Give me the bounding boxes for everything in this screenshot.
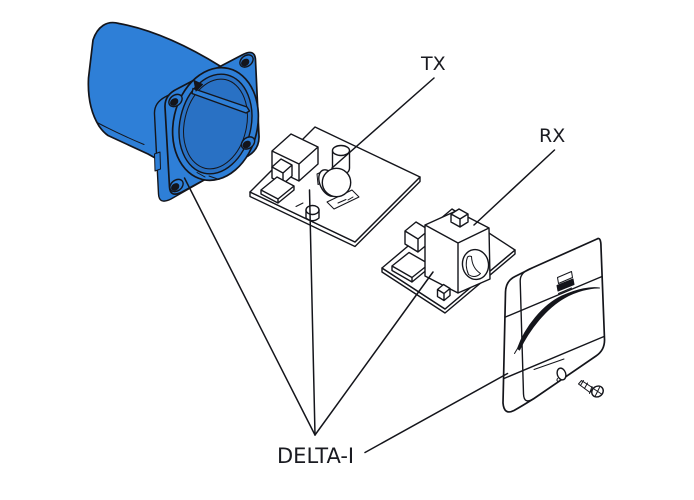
- screw-threads: [580, 380, 593, 394]
- tx-flat-pad: [260, 176, 295, 204]
- leader-delta-cover: [364, 372, 509, 454]
- housing-horn: [87, 21, 221, 160]
- housing-bore-ring: [183, 78, 248, 170]
- mounting-screw: [578, 380, 604, 398]
- screw-head-cross: [593, 387, 602, 396]
- front-cover: [502, 237, 606, 413]
- housing-horn-crease: [97, 122, 145, 145]
- housing-bore-ticks: [196, 172, 220, 180]
- label-delta-i: DELTA-I: [277, 444, 354, 468]
- cover-seam-lower: [503, 335, 605, 380]
- tx-led-dome: [321, 167, 352, 198]
- label-tx: TX: [420, 53, 446, 75]
- housing-screw-holes: [168, 54, 256, 193]
- rx-optic-notch: [450, 208, 469, 228]
- labels: TX RX DELTA-I: [277, 53, 565, 468]
- rx-board: [381, 208, 516, 314]
- rx-lens-opening: [461, 248, 490, 281]
- cover-seam-upper: [504, 275, 603, 318]
- screw-hole-bore: [242, 140, 251, 149]
- housing-bezel-inner: [178, 73, 253, 175]
- rx-flat-pad: [391, 251, 430, 283]
- housing-triangle-mark: [193, 80, 203, 92]
- screw-hole-bore: [241, 58, 250, 67]
- leader-tx: [331, 77, 435, 169]
- cover-logo-block: [556, 278, 575, 292]
- cover-screw-hole: [556, 367, 567, 381]
- recessed-housing: [87, 21, 260, 202]
- cover-screw-hole-tail: [556, 378, 559, 382]
- cover-accent-line: [533, 358, 565, 370]
- screw-hole-bore: [170, 98, 179, 106]
- label-rx: RX: [539, 125, 565, 147]
- housing-crossbar: [191, 87, 251, 114]
- rx-lens-inner: [465, 255, 481, 277]
- cover-lens-curve: [514, 287, 600, 354]
- pointer-lines: [183, 77, 556, 454]
- cover-logo-underline: [558, 287, 572, 294]
- tx-board: [249, 126, 421, 248]
- cover-logo-outline: [557, 271, 573, 284]
- leader-delta-tx: [308, 189, 316, 436]
- screw-hole-bore: [171, 183, 180, 191]
- rx-small-cube: [436, 283, 451, 302]
- tx-solder-marks: [295, 196, 354, 207]
- leader-rx: [473, 149, 556, 226]
- tx-capacitor-top: [331, 144, 351, 157]
- tx-corner-post-top: [305, 204, 320, 216]
- housing-side-slot: [154, 151, 161, 172]
- leader-delta-rx: [314, 271, 434, 436]
- leader-delta-housing: [183, 177, 316, 436]
